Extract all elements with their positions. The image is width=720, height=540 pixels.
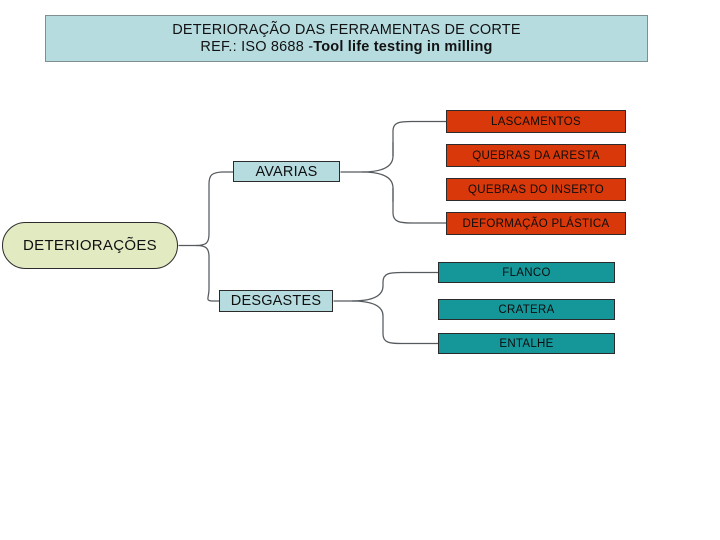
branch-node-desgastes[interactable]: DESGASTES xyxy=(219,290,333,312)
connector-desgastes-to-entalhe xyxy=(351,300,438,345)
leaf-node-entalhe[interactable]: ENTALHE xyxy=(438,333,615,354)
leaf-node-entalhe-label: ENTALHE xyxy=(499,337,554,350)
title-banner: DETERIORAÇÃO DAS FERRAMENTAS DE CORTE RE… xyxy=(45,15,648,62)
leaf-node-cratera[interactable]: CRATERA xyxy=(438,299,615,320)
branch-node-desgastes-label: DESGASTES xyxy=(230,293,322,309)
leaf-node-lascamentos-label: LASCAMENTOS xyxy=(491,115,581,128)
branch-node-avarias-label: AVARIAS xyxy=(255,163,318,180)
title-reference-standard: Tool life testing in milling xyxy=(313,38,493,55)
connector-avarias-trunk-mid xyxy=(361,171,446,224)
title-reference-prefix: REF.: ISO 8688 - xyxy=(200,38,314,55)
title-line-1: DETERIORAÇÃO DAS FERRAMENTAS DE CORTE xyxy=(172,21,521,38)
leaf-node-quebras-do-inserto-label: QUEBRAS DO INSERTO xyxy=(468,183,604,196)
leaf-node-quebras-da-aresta[interactable]: QUEBRAS DA ARESTA xyxy=(446,144,626,167)
leaf-node-deformacao-plastica[interactable]: DEFORMAÇÃO PLÁSTICA xyxy=(446,212,626,235)
leaf-node-deformacao-plastica-label: DEFORMAÇÃO PLÁSTICA xyxy=(462,217,610,230)
leaf-node-quebras-do-inserto[interactable]: QUEBRAS DO INSERTO xyxy=(446,178,626,201)
connector-avarias-to-lascamentos xyxy=(361,120,446,173)
leaf-node-quebras-da-aresta-label: QUEBRAS DA ARESTA xyxy=(472,149,600,162)
leaf-node-lascamentos[interactable]: LASCAMENTOS xyxy=(446,110,626,133)
leaf-node-flanco-label: FLANCO xyxy=(502,266,551,279)
connector-root-to-desgastes xyxy=(195,244,213,302)
title-line-2: REF.: ISO 8688 - Tool life testing in mi… xyxy=(200,39,492,56)
connector-root-to-avarias xyxy=(195,171,223,247)
root-node-label: DETERIORAÇÕES xyxy=(23,237,157,254)
connector-desgastes-to-flanco xyxy=(351,271,438,302)
leaf-node-cratera-label: CRATERA xyxy=(498,303,555,316)
leaf-node-flanco[interactable]: FLANCO xyxy=(438,262,615,283)
branch-node-avarias[interactable]: AVARIAS xyxy=(233,161,340,182)
root-node-deterioracoes[interactable]: DETERIORAÇÕES xyxy=(2,222,178,269)
